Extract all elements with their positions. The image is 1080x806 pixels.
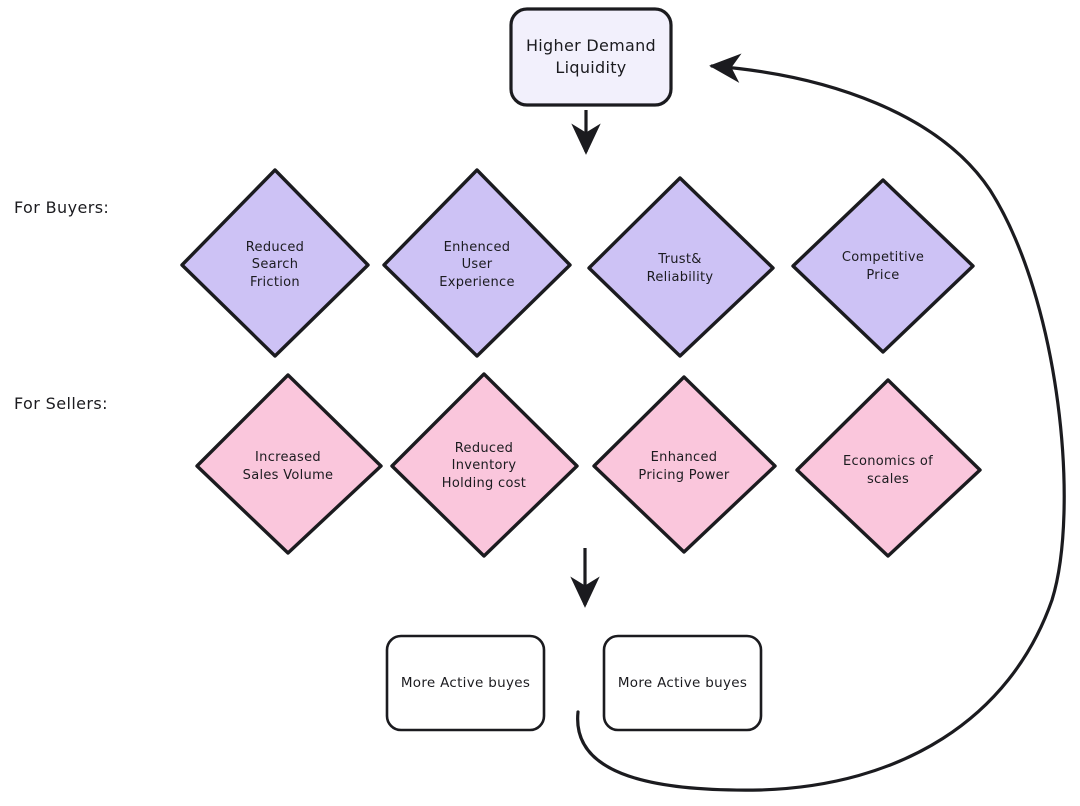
node-label-reduced-inventory-holding-cost: Reduced Inventory Holding cost <box>441 440 527 491</box>
node-increased-sales-volume[interactable] <box>195 373 383 555</box>
node-reduced-search-friction[interactable] <box>180 168 370 358</box>
node-label-trust-reliability: Trust& Reliability <box>646 252 714 285</box>
row-label-buyers: For Buyers: <box>14 198 110 217</box>
node-label-reduced-search-friction: Reduced Search Friction <box>245 239 305 290</box>
node-competitive-price[interactable] <box>791 178 975 354</box>
node-enhenced-user-experience[interactable] <box>382 168 572 358</box>
node-label-increased-sales-volume: Increased Sales Volume <box>242 450 334 483</box>
node-reduced-inventory-holding-cost[interactable] <box>390 372 579 558</box>
connector-feedback-loop <box>576 53 1066 792</box>
node-trust-reliability[interactable] <box>587 176 775 358</box>
node-label-enhanced-pricing-power: Enhanced Pricing Power <box>638 450 730 483</box>
node-more-active-buyes-left[interactable] <box>385 634 546 732</box>
node-label-more-active-buyes-right: More Active buyes <box>617 674 748 691</box>
node-higher-demand-liquidity[interactable] <box>509 7 673 107</box>
node-label-higher-demand-liquidity: Higher Demand Liquidity <box>525 36 657 77</box>
node-label-enhenced-user-experience: Enhenced User Experience <box>439 239 515 290</box>
node-economics-of-scales[interactable] <box>795 378 982 558</box>
node-label-economics-of-scales: Economics of scales <box>843 454 933 487</box>
node-enhanced-pricing-power[interactable] <box>592 375 777 554</box>
node-label-more-active-buyes-left: More Active buyes <box>400 674 531 691</box>
node-label-competitive-price: Competitive Price <box>841 250 925 283</box>
row-label-sellers: For Sellers: <box>14 394 108 413</box>
node-more-active-buyes-right[interactable] <box>602 634 763 732</box>
